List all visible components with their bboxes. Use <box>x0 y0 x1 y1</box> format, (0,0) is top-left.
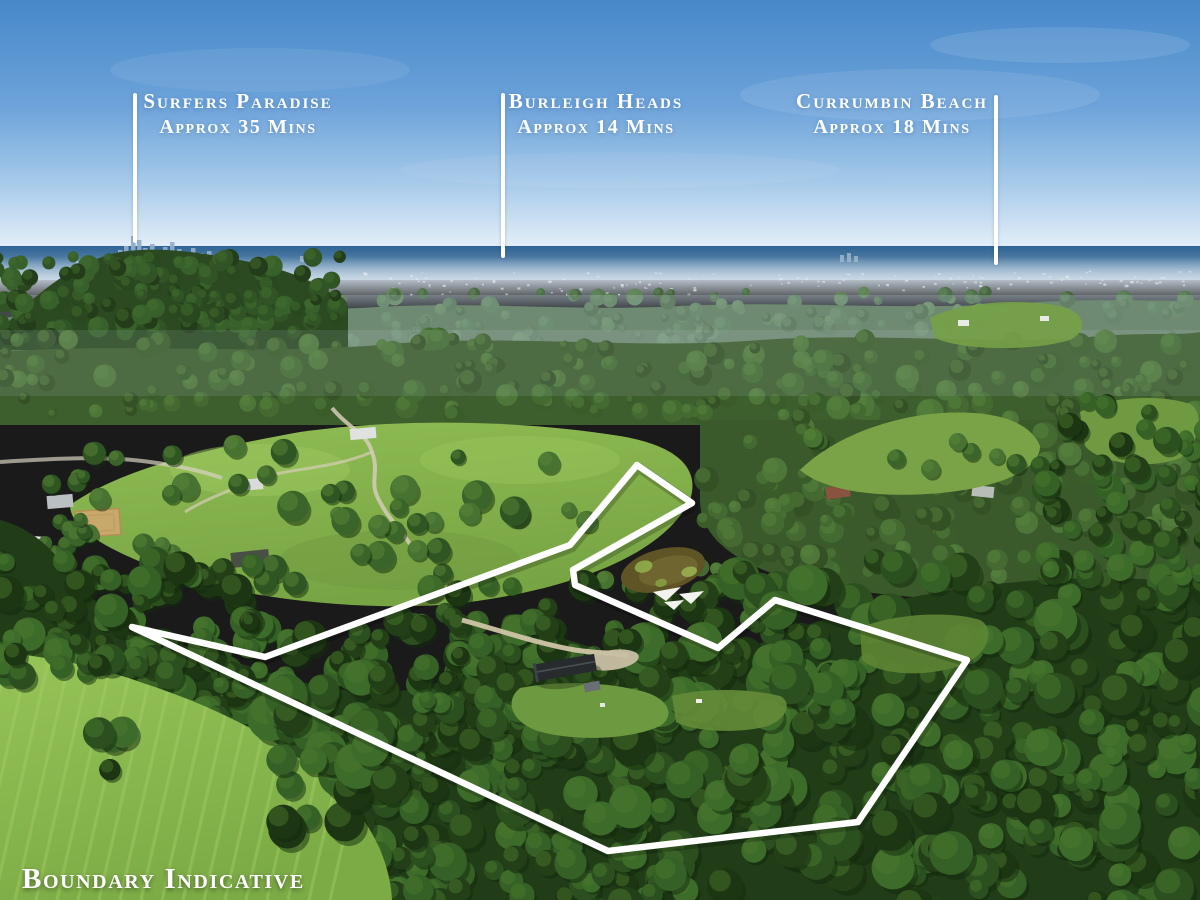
property-features <box>461 547 989 738</box>
marker-currumbin-beach-pointer-line <box>994 95 998 265</box>
marker-surfers-paradise-pointer-line <box>133 93 137 243</box>
shade-sails <box>653 587 704 610</box>
marker-burleigh-heads-pointer-line <box>501 93 505 258</box>
dam-pond <box>620 547 706 593</box>
marker-subtitle: Approx 35 Mins <box>159 116 317 138</box>
shed <box>583 680 601 693</box>
marker-subtitle: Approx 14 Mins <box>517 116 675 138</box>
marker-title: Currumbin Beach <box>796 89 988 113</box>
boundary-indicative-label: Boundary Indicative <box>22 863 305 895</box>
left-hill <box>0 247 348 350</box>
marker-subtitle: Approx 18 Mins <box>813 116 971 138</box>
property-boundary-outline <box>128 461 974 859</box>
marker-title: Surfers Paradise <box>143 89 333 113</box>
marker-title: Burleigh Heads <box>508 89 684 113</box>
sky <box>0 0 1200 252</box>
main-house <box>532 653 597 683</box>
